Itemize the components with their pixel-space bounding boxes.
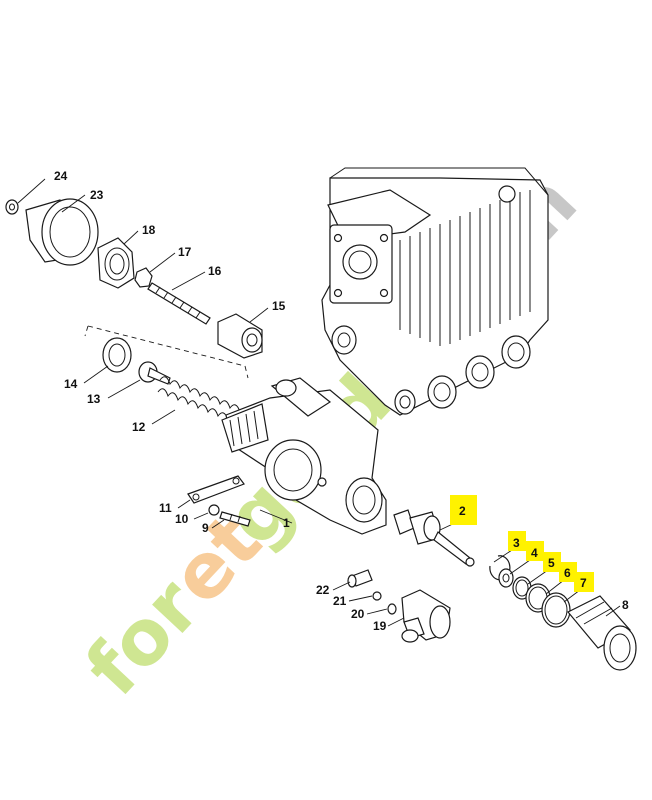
part-24-plug [5, 199, 19, 215]
part-19-elbow-fitting [401, 589, 451, 643]
label-10: 10 [175, 512, 189, 526]
label-19: 19 [373, 619, 387, 633]
part-2-unloader-valve [393, 509, 475, 567]
highlight-6 [559, 562, 577, 582]
label-6: 6 [564, 566, 571, 580]
label-15: 15 [272, 299, 286, 313]
cooling-fins [399, 190, 531, 346]
part-13-valve-pin [138, 361, 171, 385]
label-23: 23 [90, 188, 104, 202]
label-16: 16 [208, 264, 222, 278]
highlight-4 [526, 541, 544, 561]
highlight-5 [543, 552, 561, 572]
part-21-ball [372, 591, 382, 601]
label-14: 14 [64, 377, 78, 391]
label-22: 22 [316, 583, 330, 597]
label-18: 18 [142, 223, 156, 237]
label-24: 24 [54, 169, 68, 183]
label-17: 17 [178, 245, 192, 259]
highlight-7 [574, 572, 594, 592]
label-3: 3 [513, 536, 520, 550]
part-16-threaded-rod [147, 282, 211, 325]
label-21: 21 [333, 594, 347, 608]
label-11: 11 [159, 501, 172, 515]
part-labels: 24 23 18 17 16 15 14 13 12 11 10 9 1 2 3… [54, 169, 629, 633]
part-1-manifold [221, 377, 387, 535]
label-1: 1 [283, 516, 290, 530]
pump-housing [321, 167, 549, 416]
part-15-fitting [217, 313, 263, 359]
label-12: 12 [132, 420, 146, 434]
label-7: 7 [580, 576, 587, 590]
part-22-screw [347, 569, 373, 588]
label-4: 4 [531, 546, 538, 560]
leader-lines [17, 178, 621, 627]
part-11-bracket [187, 475, 245, 504]
label-13: 13 [87, 392, 101, 406]
label-20: 20 [351, 607, 365, 621]
part-8-plug [567, 595, 637, 671]
highlight-2 [450, 495, 477, 525]
label-8: 8 [622, 598, 629, 612]
label-9: 9 [202, 521, 209, 535]
part-7-o-ring [541, 592, 571, 628]
part-9-screw [219, 511, 251, 527]
part-14-washer [102, 337, 132, 373]
part-23-cap [25, 198, 99, 266]
part-18-nut [97, 237, 135, 289]
highlight-boxes [450, 495, 594, 592]
part-20-o-ring [387, 603, 397, 615]
label-5: 5 [548, 556, 555, 570]
part-10-small-nut [208, 504, 220, 516]
part-17-small-nut [134, 267, 153, 288]
part-4-washer [498, 568, 514, 588]
label-2: 2 [459, 504, 466, 518]
highlight-3 [508, 531, 526, 551]
